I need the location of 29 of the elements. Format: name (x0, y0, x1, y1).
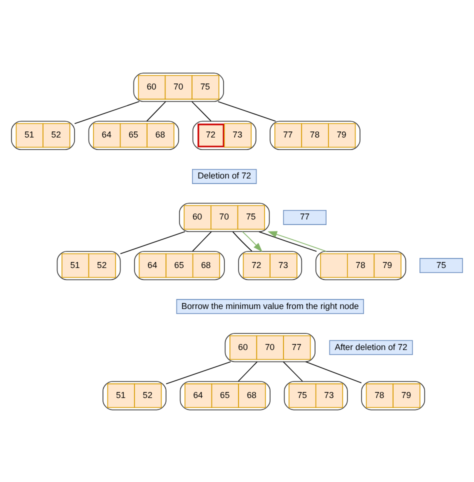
connector (305, 360, 362, 383)
node-box: Deletion of 72 (192, 168, 257, 184)
node-box: 64 65 68 (134, 250, 225, 280)
connector (146, 100, 166, 121)
node-box: 72 73 (238, 250, 302, 280)
node-box: 72 73 (192, 120, 256, 150)
node-box: 60 70 77 (224, 332, 316, 362)
node-box: 51 52 (11, 120, 75, 150)
connector (191, 100, 212, 121)
connector (192, 230, 212, 252)
arrow (268, 230, 327, 252)
connector (120, 230, 186, 254)
node-box: 51 52 (56, 250, 121, 280)
node-box: 75 (420, 258, 463, 273)
connector (74, 100, 140, 124)
connector (166, 360, 232, 384)
connector (232, 230, 252, 252)
connector (238, 360, 258, 382)
connector (258, 230, 317, 252)
node-box: 77 78 79 (270, 120, 360, 150)
node-box: 78 79 (315, 250, 406, 280)
connector (218, 100, 276, 122)
connector (282, 360, 303, 382)
node-box: Borrow the minimum value from the right node (176, 298, 364, 314)
arrow (242, 230, 262, 252)
node-box: 60 70 75 (179, 202, 270, 232)
node-box: After deletion of 72 (329, 340, 413, 355)
node-box: 64 65 68 (88, 120, 180, 150)
node-box: 77 (283, 209, 326, 224)
